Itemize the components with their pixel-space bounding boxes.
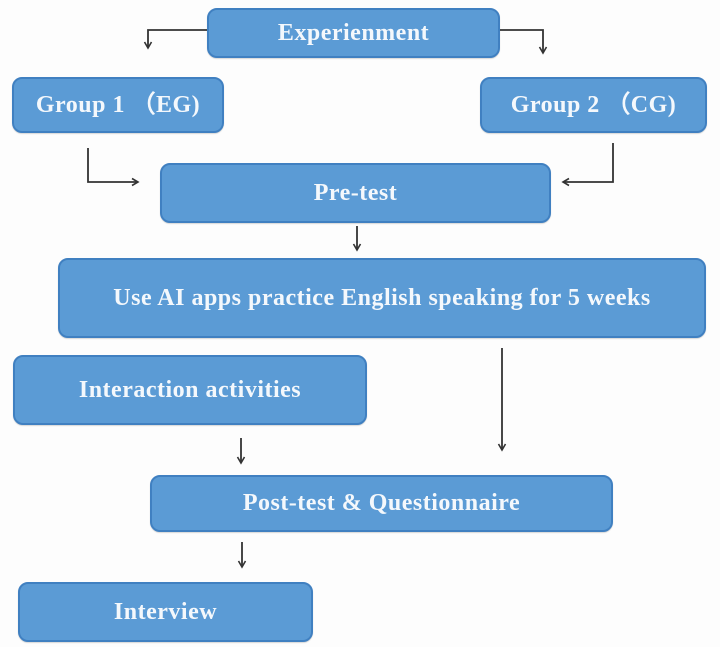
node-posttest-questionnaire: Post-test & Questionnaire xyxy=(150,475,613,532)
node-interaction-activities: Interaction activities xyxy=(13,355,367,425)
node-group1-eg: Group 1 （EG) xyxy=(12,77,224,133)
node-pretest: Pre-test xyxy=(160,163,551,223)
arrow-experiment-to-group1 xyxy=(143,29,207,50)
node-posttest-label: Post-test & Questionnaire xyxy=(242,490,521,517)
node-practice: Use AI apps practice English speaking fo… xyxy=(58,258,706,338)
node-practice-label: Use AI apps practice English speaking fo… xyxy=(113,284,651,311)
node-group1-label: Group 1 （EG) xyxy=(35,91,201,118)
node-interview: Interview xyxy=(18,582,313,642)
node-pretest-label: Pre-test xyxy=(313,179,398,206)
node-group2-label: Group 2 （CG) xyxy=(510,91,677,118)
node-interaction-label: Interaction activities xyxy=(78,376,302,403)
arrow-group2-to-pretest xyxy=(561,143,614,187)
node-experiment-label: Experienment xyxy=(277,19,430,46)
node-experiment: Experienment xyxy=(207,8,500,58)
node-group2-cg: Group 2 （CG) xyxy=(480,77,707,133)
node-interview-label: Interview xyxy=(113,598,218,625)
arrow-group1-to-pretest xyxy=(87,148,140,187)
arrow-experiment-to-group2 xyxy=(500,29,548,55)
